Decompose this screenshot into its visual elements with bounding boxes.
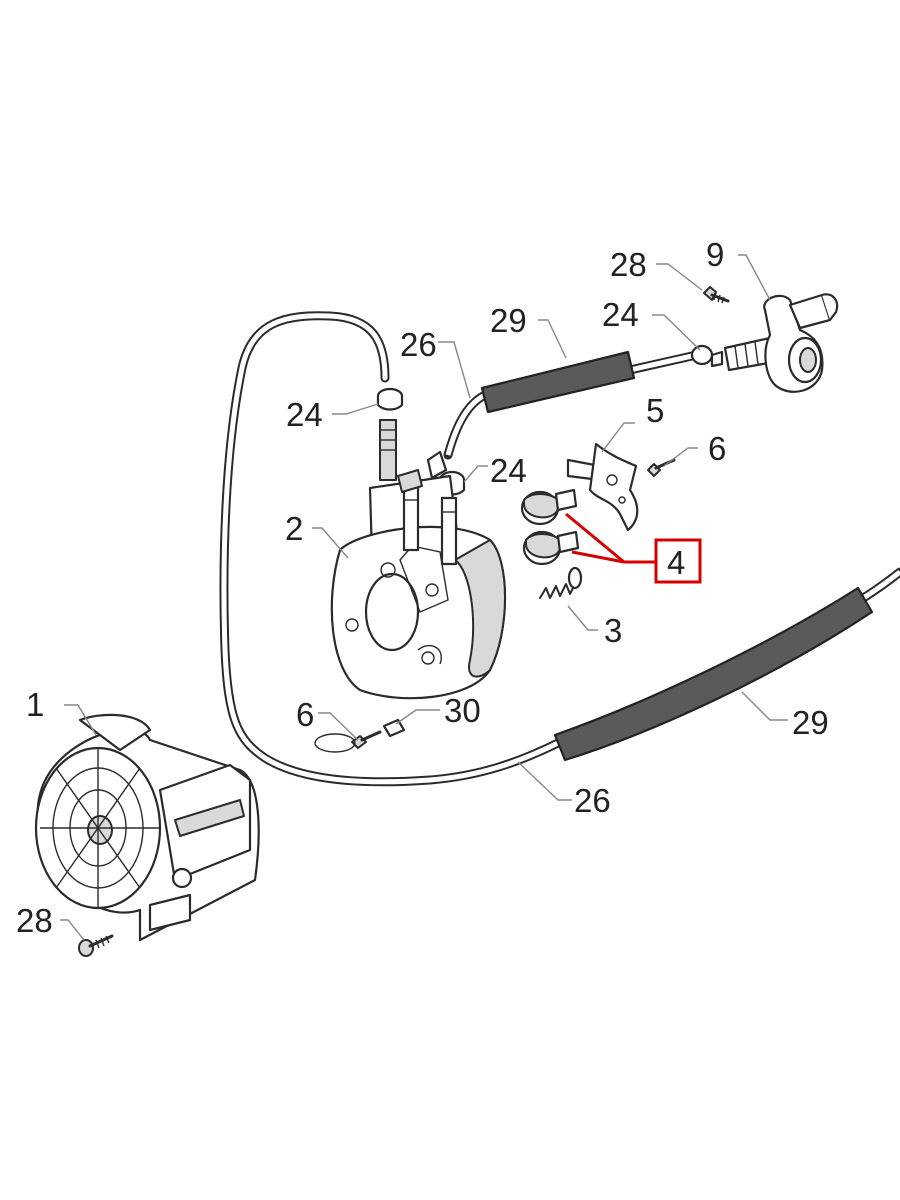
- thermostat-4-lower: [522, 530, 580, 566]
- callout-9: 9: [706, 236, 724, 273]
- clip-30: [314, 718, 406, 753]
- callout-4: 4: [667, 544, 685, 581]
- callout-24-right: 24: [602, 296, 639, 333]
- callout-30: 30: [444, 692, 481, 729]
- t-connector-9: [723, 293, 839, 393]
- callout-3: 3: [604, 612, 622, 649]
- mounting-bracket-5: [566, 442, 639, 532]
- callout-4-box: [654, 538, 702, 584]
- thermostat-4-upper: [520, 488, 578, 526]
- callout-28-bottom: 28: [16, 902, 53, 939]
- highlight-part-4: [565, 512, 702, 584]
- callout-2: 2: [285, 510, 303, 547]
- callout-5: 5: [646, 392, 664, 429]
- screw-28-bottom: [78, 934, 114, 957]
- callout-6-bottom: 6: [296, 696, 314, 733]
- spring-3: [539, 566, 583, 599]
- hose-sleeve-29-lower: [553, 567, 900, 762]
- callout-24-left: 24: [286, 396, 323, 433]
- callout-29-upper: 29: [490, 302, 527, 339]
- callout-6-right: 6: [708, 430, 726, 467]
- callout-labels: 1 2 3 4 5 6 6 9 24 24 24 26 26 28 28 29 …: [16, 236, 829, 939]
- callout-26-upper: 26: [400, 326, 437, 363]
- screw-6-right: [647, 458, 676, 477]
- callout-24-middle: 24: [490, 452, 527, 489]
- fan-housing-1: [34, 713, 260, 942]
- callout-29-lower: 29: [792, 704, 829, 741]
- callout-1: 1: [26, 686, 44, 723]
- boiler-2: [330, 450, 507, 700]
- hose-sleeve-29-upper: [480, 350, 636, 414]
- screw-6-bottom: [351, 730, 382, 749]
- tube-26-short: [443, 351, 697, 460]
- tube-26-long: [219, 311, 565, 787]
- callout-28-top: 28: [610, 246, 647, 283]
- hose-clamp-24-right: [690, 344, 724, 368]
- hose-clamp-24-left: [376, 387, 404, 481]
- callout-26-lower: 26: [574, 782, 611, 819]
- screw-28-top: [703, 286, 730, 304]
- leader-lines: [60, 254, 788, 941]
